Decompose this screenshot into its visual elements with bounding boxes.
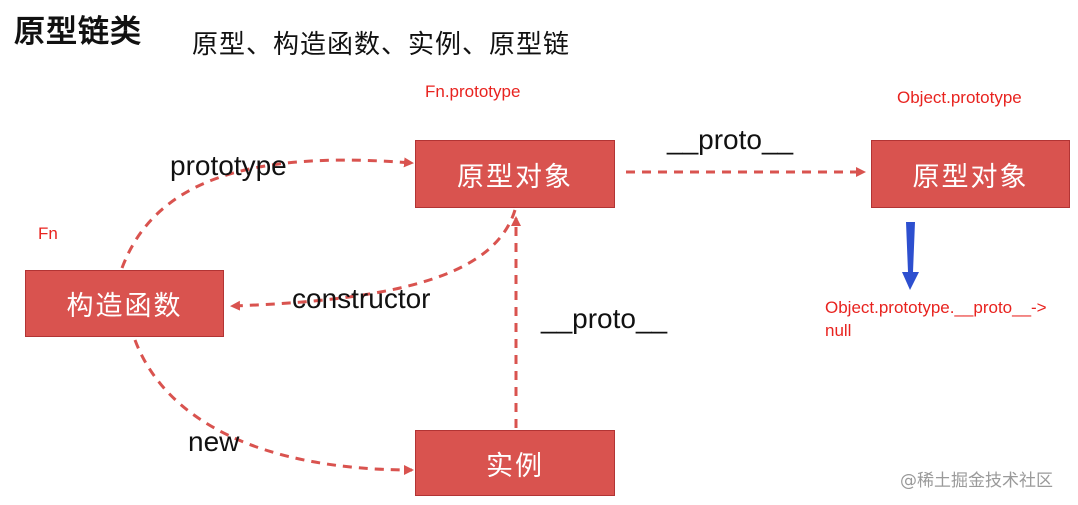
- node-instance-label: 实例: [486, 450, 544, 482]
- edge-constructor: [230, 209, 517, 311]
- annotation-chain-end-line2: null: [825, 321, 852, 340]
- annotation-fn-prototype: Fn.prototype: [425, 82, 521, 101]
- watermark: @稀土掘金技术社区: [900, 471, 1053, 491]
- node-instance: 实例: [415, 430, 615, 496]
- node-object-prototype-label: 原型对象: [912, 161, 1029, 193]
- chain-end-arrow-icon: [902, 222, 919, 290]
- edge-label-new: new: [188, 426, 240, 457]
- page-title: 原型链类: [14, 14, 142, 50]
- node-constructor: 构造函数: [25, 270, 224, 337]
- node-object-prototype: 原型对象: [871, 140, 1070, 208]
- node-fn-prototype: 原型对象: [415, 140, 615, 208]
- node-constructor-label: 构造函数: [66, 291, 183, 322]
- annotation-chain-end: Object.prototype.__proto__-> null: [825, 296, 1047, 342]
- node-fn-prototype-label: 原型对象: [457, 161, 573, 193]
- annotation-chain-end-line1: Object.prototype.__proto__->: [825, 298, 1047, 317]
- edge-label-proto-instance: __proto__: [541, 303, 668, 334]
- edge-new: [133, 339, 414, 475]
- edge-label-prototype: prototype: [170, 150, 287, 181]
- annotation-fn: Fn: [38, 224, 58, 243]
- edge-label-constructor: constructor: [292, 283, 431, 314]
- page-subtitle: 原型、构造函数、实例、原型链: [192, 30, 571, 60]
- annotation-object-prototype: Object.prototype: [897, 88, 1022, 107]
- edge-label-proto-chain: __proto__: [667, 124, 794, 155]
- edge-prototype: [120, 157, 414, 269]
